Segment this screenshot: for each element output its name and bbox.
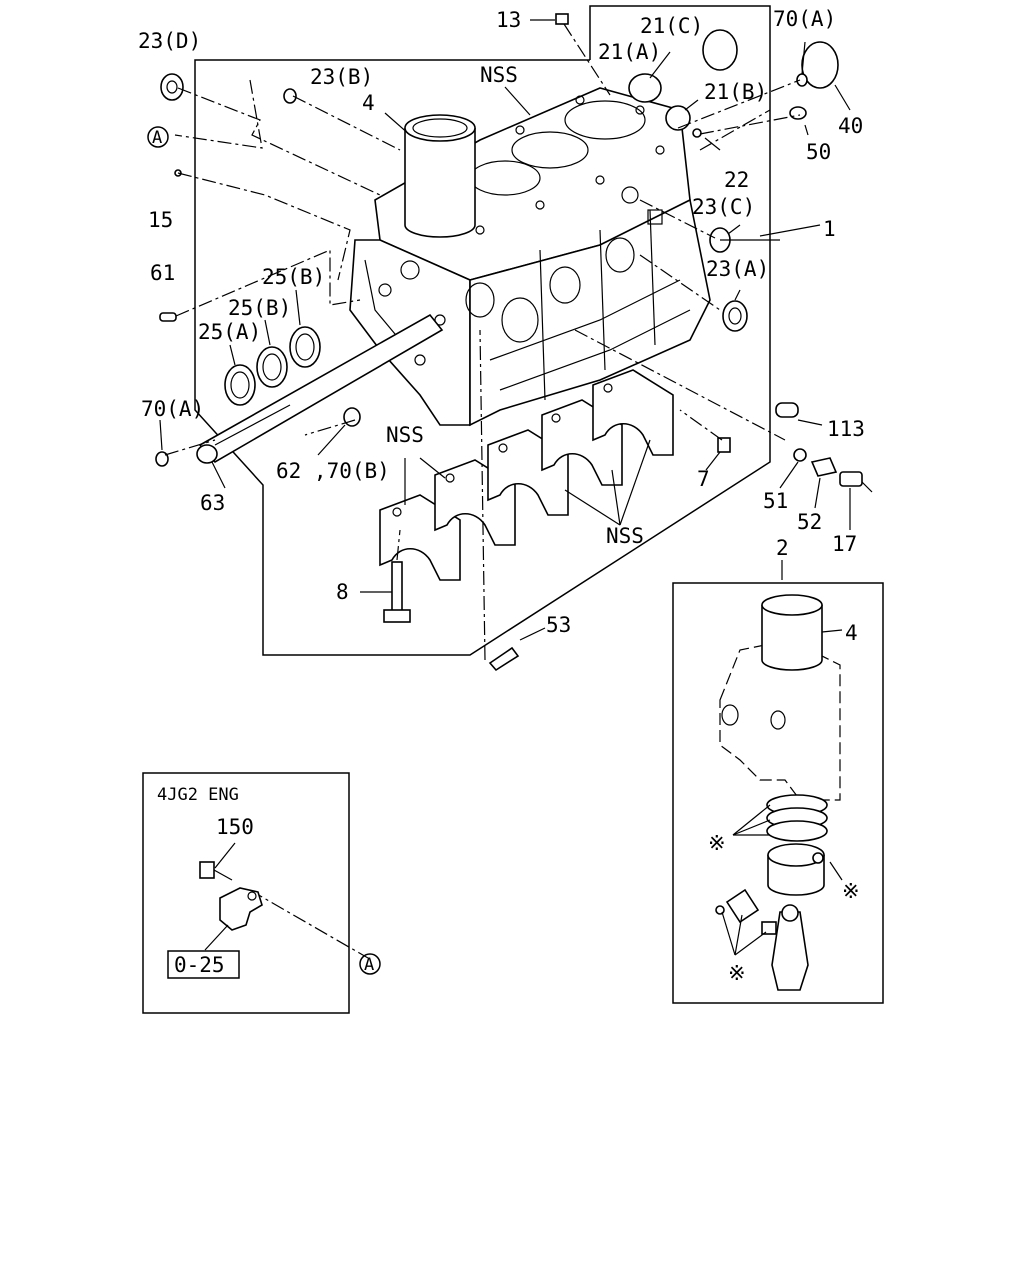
callout-nss-mid: NSS — [386, 423, 424, 447]
callout-61: 61 — [150, 261, 175, 285]
ref-a-inset-circle — [359, 953, 381, 975]
inset-4jg2-title: 4JG2 ENG — [157, 785, 239, 805]
callout-25a: 25(A) — [198, 320, 261, 344]
callout-51: 51 — [763, 489, 788, 513]
main-bearing-caps — [379, 369, 674, 581]
callout-40: 40 — [838, 114, 863, 138]
main-assembly-frame — [194, 5, 771, 656]
callout-52: 52 — [797, 510, 822, 534]
callout-53: 53 — [546, 613, 571, 637]
callout-4-inset: 4 — [845, 621, 858, 645]
camshaft-bushings — [224, 326, 321, 406]
ref-a-left-circle — [147, 126, 169, 148]
asterisk-pin: ※ — [728, 961, 746, 985]
callout-70a-left: 70(A) — [141, 397, 204, 421]
callout-25b-1: 25(B) — [262, 265, 325, 289]
callout-21a: 21(A) — [598, 40, 661, 64]
callout-63: 63 — [200, 491, 225, 515]
callout-4-main: 4 — [362, 91, 375, 115]
callout-70a-top: 70(A) — [773, 7, 836, 31]
callout-13: 13 — [496, 8, 521, 32]
callout-150: 150 — [216, 815, 254, 839]
callout-25b-2: 25(B) — [228, 296, 291, 320]
leader-lines — [159, 19, 851, 959]
callout-23b: 23(B) — [310, 65, 373, 89]
callout-15: 15 — [148, 208, 173, 232]
callout-2: 2 — [776, 536, 789, 560]
callout-23c: 23(C) — [692, 195, 755, 219]
ref-box-label: 0-25 — [174, 953, 225, 977]
callout-nss-top: NSS — [480, 63, 518, 87]
callout-1: 1 — [823, 217, 836, 241]
callout-50: 50 — [806, 140, 831, 164]
cylinder-liner — [404, 114, 476, 238]
callout-62-70b: 62 ,70(B) — [276, 459, 390, 483]
callout-21c: 21(C) — [640, 14, 703, 38]
callout-17: 17 — [832, 532, 857, 556]
cylinder-block — [349, 87, 711, 427]
asterisk-rings: ※ — [708, 831, 726, 855]
callout-23a: 23(A) — [706, 257, 769, 281]
ref-a-left: A — [152, 128, 162, 148]
callout-22: 22 — [724, 168, 749, 192]
asterisk-piston: ※ — [842, 879, 860, 903]
callout-7: 7 — [697, 467, 710, 491]
inset-4jg2-engine — [142, 772, 350, 1014]
callout-113: 113 — [827, 417, 865, 441]
bolts — [199, 437, 731, 881]
callout-21b: 21(B) — [704, 80, 767, 104]
ref-box-frame — [167, 950, 240, 979]
inset-piston-assembly — [672, 582, 884, 1004]
callout-nss-caps: NSS — [606, 524, 644, 548]
callout-23d: 23(D) — [138, 29, 201, 53]
oil-pipe — [196, 313, 444, 464]
ref-a-inset: A — [364, 955, 374, 975]
callout-8: 8 — [336, 580, 349, 604]
sensor-assembly — [810, 457, 873, 493]
